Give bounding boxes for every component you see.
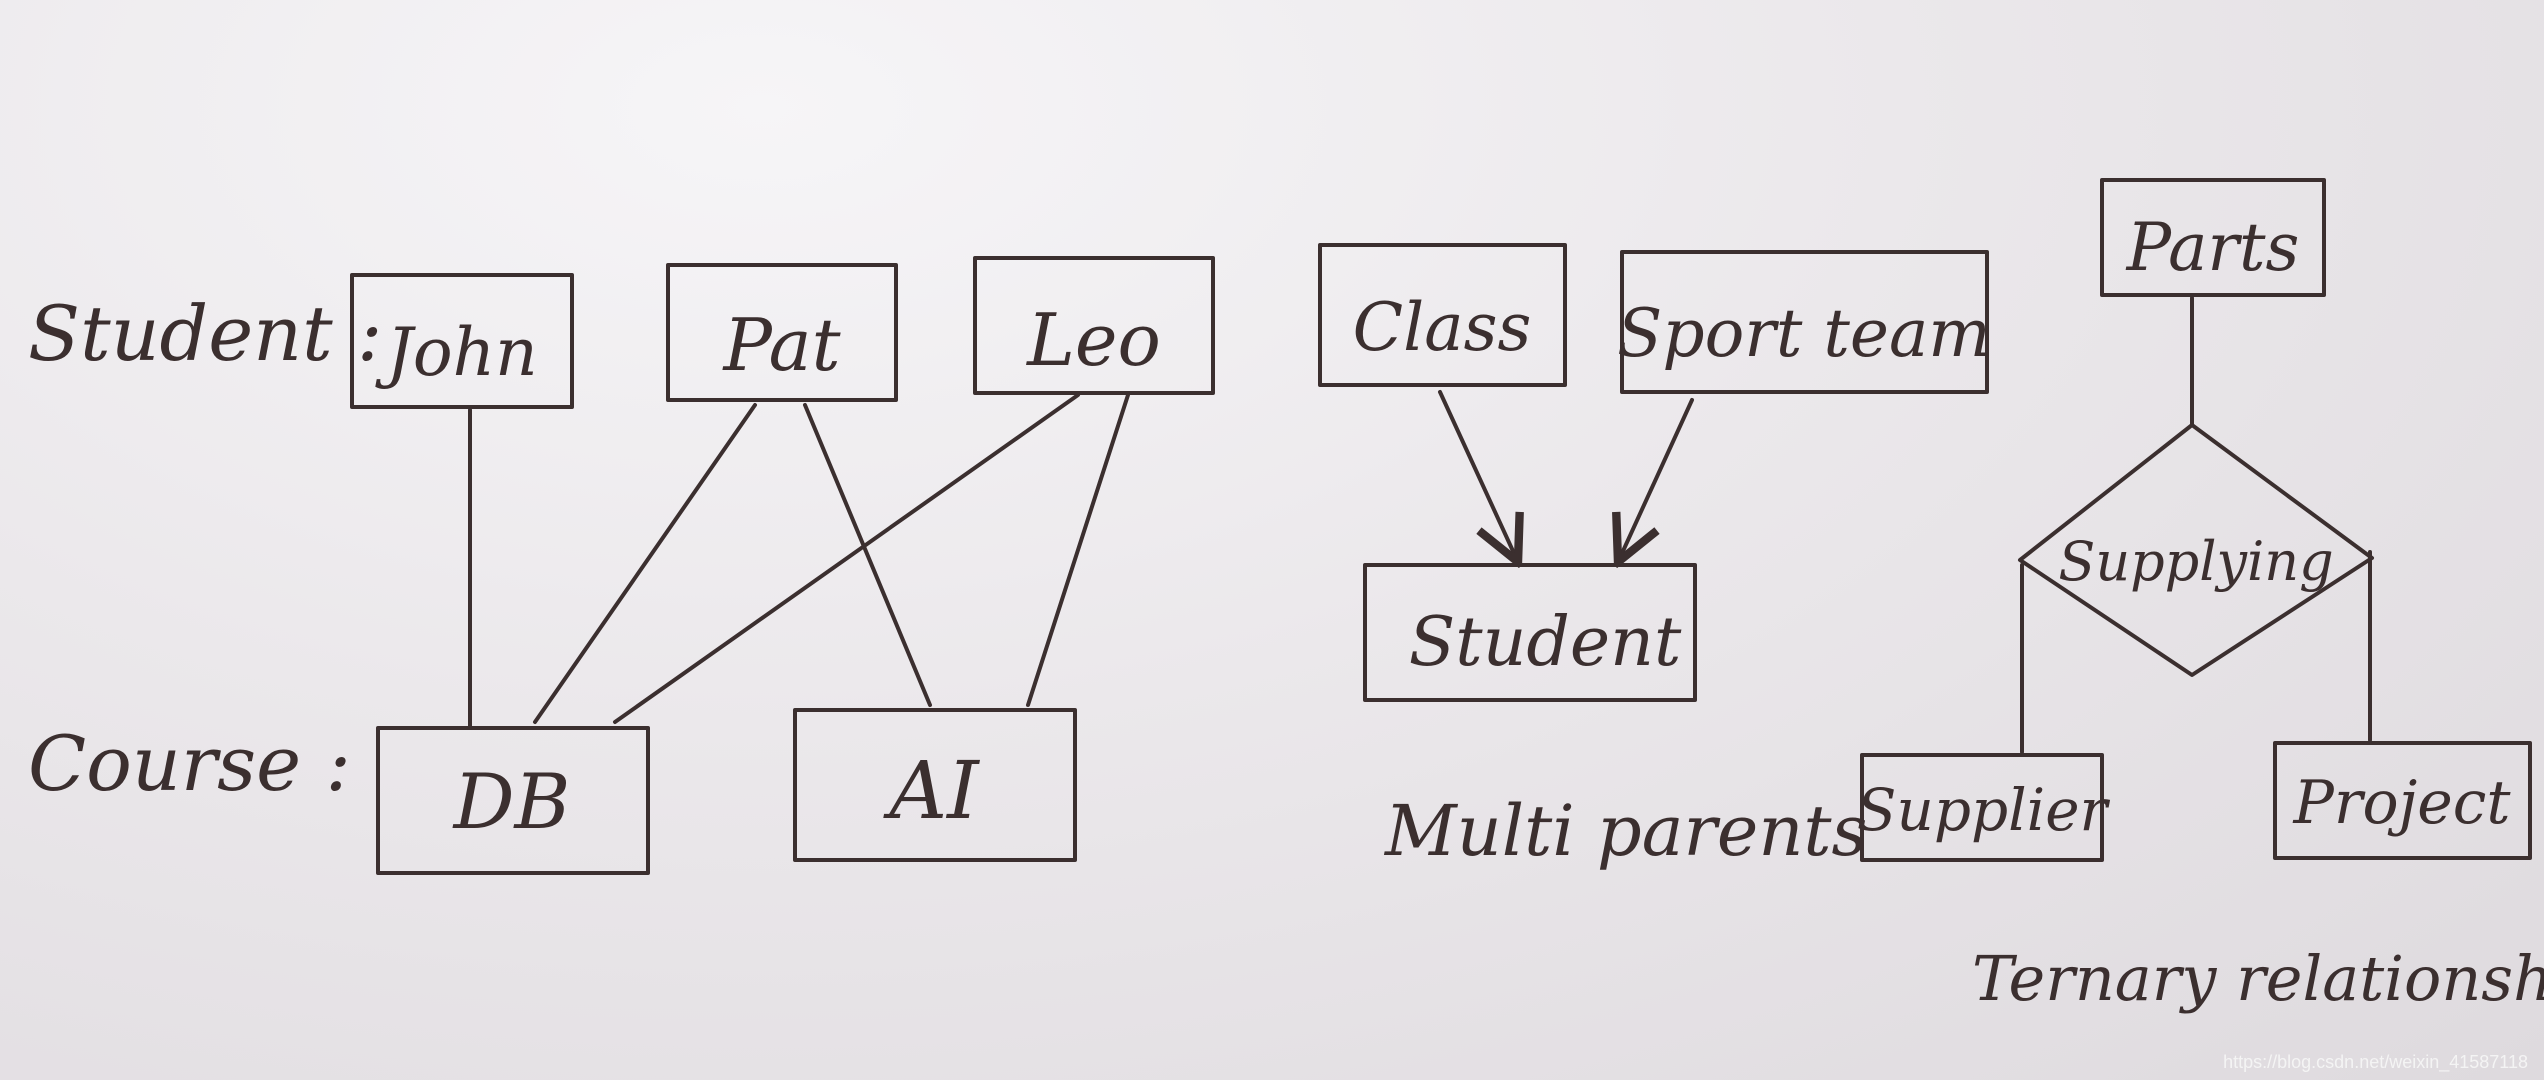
- node-class: Class: [1318, 243, 1567, 387]
- node-sport-team: Sport team: [1617, 250, 1991, 394]
- edge-leo-db: [613, 393, 1080, 724]
- node-leo-label: Leo: [1025, 298, 1161, 382]
- node-project: Project: [2273, 741, 2532, 860]
- node-class-label: Class: [1353, 289, 1532, 366]
- ternary-relationship-caption: Ternary relationship: [1972, 942, 2544, 1015]
- node-supplier: Supplier: [1857, 753, 2111, 862]
- node-pat-label: Pat: [721, 303, 841, 387]
- node-leo: Leo: [973, 256, 1215, 395]
- node-project-label: Project: [2292, 768, 2511, 838]
- node-db-label: DB: [452, 757, 571, 846]
- node-supplier-label: Supplier: [1857, 776, 2111, 844]
- course-row-label: Course :: [28, 719, 351, 808]
- node-pat: Pat: [666, 263, 898, 402]
- node-student: Student: [1363, 563, 1697, 702]
- multi-parents-caption: Multi parents: [1383, 790, 1867, 872]
- edge-pat-ai: [803, 403, 932, 707]
- relationship-supplying: Supplying: [2018, 423, 2374, 677]
- node-sport-team-label: Sport team: [1617, 295, 1991, 372]
- relationship-supplying-label: Supplying: [2058, 530, 2333, 593]
- node-john-label: John: [374, 314, 537, 391]
- node-ai: AI: [793, 708, 1077, 862]
- node-ai-label: AI: [882, 744, 980, 837]
- node-parts: Parts: [2100, 178, 2326, 297]
- arrow-class-to-student: [1438, 390, 1518, 562]
- student-row-label: Student :: [28, 289, 382, 378]
- edge-leo-ai: [1026, 393, 1130, 707]
- node-student-label: Student: [1409, 603, 1682, 682]
- arrow-sport-team-to-student: [1618, 398, 1694, 562]
- node-parts-label: Parts: [2126, 209, 2300, 286]
- node-db: DB: [376, 726, 650, 875]
- edge-pat-db: [533, 403, 757, 724]
- node-john: John: [350, 273, 574, 409]
- watermark-url: https://blog.csdn.net/weixin_41587118: [2223, 1052, 2528, 1073]
